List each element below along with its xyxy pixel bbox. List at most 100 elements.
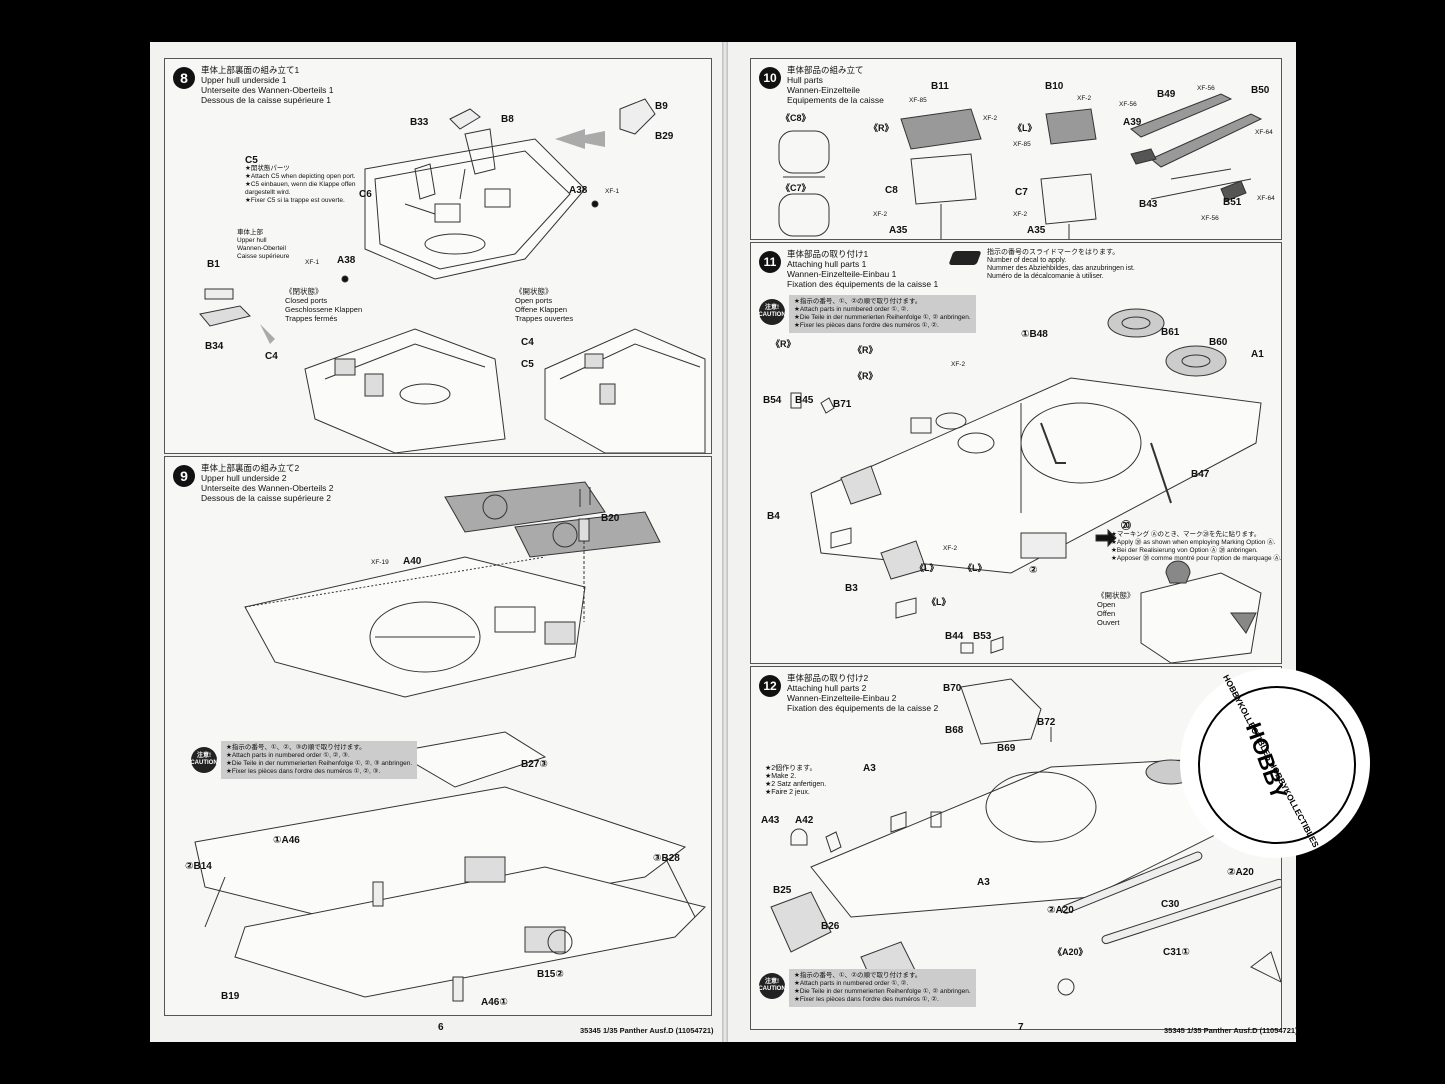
label-b11: B11 [931, 81, 949, 92]
step8-panel: 8 車体上部裏面の組み立て1 Upper hull underside 1 Un… [164, 58, 712, 454]
label-a38-top: A38 [569, 185, 588, 196]
caution-badge: 注意! CAUTION [758, 299, 786, 325]
label-b14: ②B14 [185, 861, 212, 872]
caution-text: ★指示の番号、①、②、③の順で取り付けます。 ★Attach parts in … [221, 741, 418, 779]
label-a1: A1 [1251, 349, 1264, 360]
page-number: 6 [438, 1022, 444, 1033]
label-l: 《L》 [1013, 123, 1037, 133]
step-number: 8 [173, 67, 195, 89]
page-footer: 35345 1/35 Panther Ausf.D (11054721) [1164, 1026, 1298, 1035]
paint-xf19: XF-19 [371, 559, 389, 566]
caution-text: ★指示の番号、①、②の順で取り付けます。 ★Attach parts in nu… [789, 295, 976, 333]
label-b20: B20 [601, 513, 620, 524]
paint-xf85-a: XF-85 [909, 97, 927, 104]
label-l-3: 《L》 [927, 597, 951, 607]
right-page: 10 車体部品の組み立て Hull parts Wannen-Einzeltei… [728, 42, 1298, 1042]
step9-diagram [194, 481, 706, 1002]
label-a35-r: A35 [889, 225, 908, 236]
paint-xf2-b: XF-2 [943, 545, 958, 552]
step10-diagram [778, 93, 1263, 239]
book-spine [722, 42, 728, 1042]
label-b29: B29 [655, 131, 674, 142]
label-c8: C8 [885, 185, 898, 196]
open-label: 《開状態》 Open Offen Ouvert [1097, 591, 1135, 627]
paint-xf2-c: XF-2 [873, 211, 888, 218]
label-b70: B70 [943, 683, 962, 694]
label-c4-closed: C4 [265, 351, 278, 362]
paint-xf64-a: XF-64 [1255, 129, 1273, 136]
label-b3: B3 [845, 583, 858, 594]
label-a20-left: ②A20 [1047, 905, 1074, 916]
label-b60: B60 [1209, 337, 1228, 348]
caution-badge: 注意! CAUTION [190, 747, 218, 773]
paint-xf1-top: XF-1 [605, 188, 620, 195]
step-title: 車体部品の取り付け2 Attaching hull parts 2 Wannen… [787, 673, 939, 713]
label-b33: B33 [410, 117, 429, 128]
label-c8-top: 《C8》 [781, 113, 811, 123]
step8-diagram [199, 98, 706, 453]
step9-panel: 9 車体上部裏面の組み立て2 Upper hull underside 2 Un… [164, 456, 712, 1016]
label-b71: B71 [833, 399, 852, 410]
label-c7-top: 《C7》 [781, 183, 811, 193]
step10-panel: 10 車体部品の組み立て Hull parts Wannen-Einzeltei… [750, 58, 1282, 240]
step-title: 車体上部裏面の組み立て2 Upper hull underside 2 Unte… [201, 463, 334, 503]
label-a42: A42 [795, 815, 814, 826]
label-c30: C30 [1161, 899, 1180, 910]
label-r-1: 《R》 [771, 339, 796, 349]
left-page: 8 車体上部裏面の組み立て1 Upper hull underside 1 Un… [150, 42, 722, 1042]
watermark-stamp: HOBBYKOLLECTIBLES HOBBYKOLLECTIBLES HOBB… [1180, 668, 1370, 858]
paint-xf85-b: XF-85 [1013, 141, 1031, 148]
paint-xf64-b: XF-64 [1257, 195, 1275, 202]
step12-panel: 12 車体部品の取り付け2 Attaching hull parts 2 Wan… [750, 666, 1282, 1030]
page-number: 7 [1018, 1022, 1024, 1033]
decal-note: 指示の番号のスライドマークをはります。 Number of decal to a… [987, 249, 1135, 280]
paint-xf2-a: XF-2 [983, 115, 998, 122]
label-a3-top: A3 [863, 763, 876, 774]
label-b51: B51 [1223, 197, 1242, 208]
label-b10: B10 [1045, 81, 1064, 92]
label-b69: B69 [997, 743, 1016, 754]
make-2-note: ★2個作ります。 ★Make 2. ★2 Satz anfertigen. ★F… [765, 765, 827, 796]
label-c4-open: C4 [521, 337, 534, 348]
paint-xf56-c: XF-56 [1201, 215, 1219, 222]
label-b72: B72 [1037, 717, 1056, 728]
watermark-ring [1198, 686, 1356, 844]
label-b4: B4 [767, 511, 780, 522]
upper-hull-label: 車体上部 Upper hull Wannen-Oberteil Caisse s… [237, 229, 290, 260]
label-b48: ①B48 [1021, 329, 1048, 340]
step-title: 車体部品の組み立て Hull parts Wannen-Einzelteile … [787, 65, 884, 105]
label-step-2: ② [1029, 565, 1038, 576]
step-number: 9 [173, 465, 195, 487]
label-a46-bottom: A46① [481, 997, 508, 1008]
label-a20-detail: 《A20》 [1053, 947, 1088, 957]
step11-diagram [790, 308, 1262, 663]
label-b34: B34 [205, 341, 224, 352]
caution-text: ★指示の番号、①、②の順で取り付けます。 ★Attach parts in nu… [789, 969, 976, 1007]
label-r-2: 《R》 [853, 345, 878, 355]
step-title: 車体部品の取り付け1 Attaching hull parts 1 Wannen… [787, 249, 939, 289]
label-b44: B44 [945, 631, 964, 642]
label-b53: B53 [973, 631, 992, 642]
label-b47: B47 [1191, 469, 1210, 480]
label-a40: A40 [403, 556, 422, 567]
step11-panel: 11 車体部品の取り付け1 Attaching hull parts 1 Wan… [750, 242, 1282, 664]
label-b45: B45 [795, 395, 814, 406]
label-marking-20: ⑳ [1121, 521, 1131, 532]
label-b19: B19 [221, 991, 240, 1002]
label-b43: B43 [1139, 199, 1158, 210]
label-a20-right: ②A20 [1227, 867, 1254, 878]
label-r-3: 《R》 [853, 371, 878, 381]
label-b9: B9 [655, 101, 668, 112]
label-b1: B1 [207, 259, 220, 270]
paint-xf56-a: XF-56 [1119, 101, 1137, 108]
label-a38-bottom: A38 [337, 255, 356, 266]
label-c6: C6 [359, 189, 372, 200]
label-b27: B27③ [521, 759, 548, 770]
label-a3-bottom: A3 [977, 877, 990, 888]
label-c7: C7 [1015, 187, 1028, 198]
label-b61: B61 [1161, 327, 1180, 338]
label-a46-top: ①A46 [273, 835, 300, 846]
paint-xf2-b: XF-2 [1077, 95, 1092, 102]
c5-note: C5 ★開状態パーツ ★Attach C5 when depicting ope… [245, 155, 356, 205]
label-a39: A39 [1123, 117, 1142, 128]
